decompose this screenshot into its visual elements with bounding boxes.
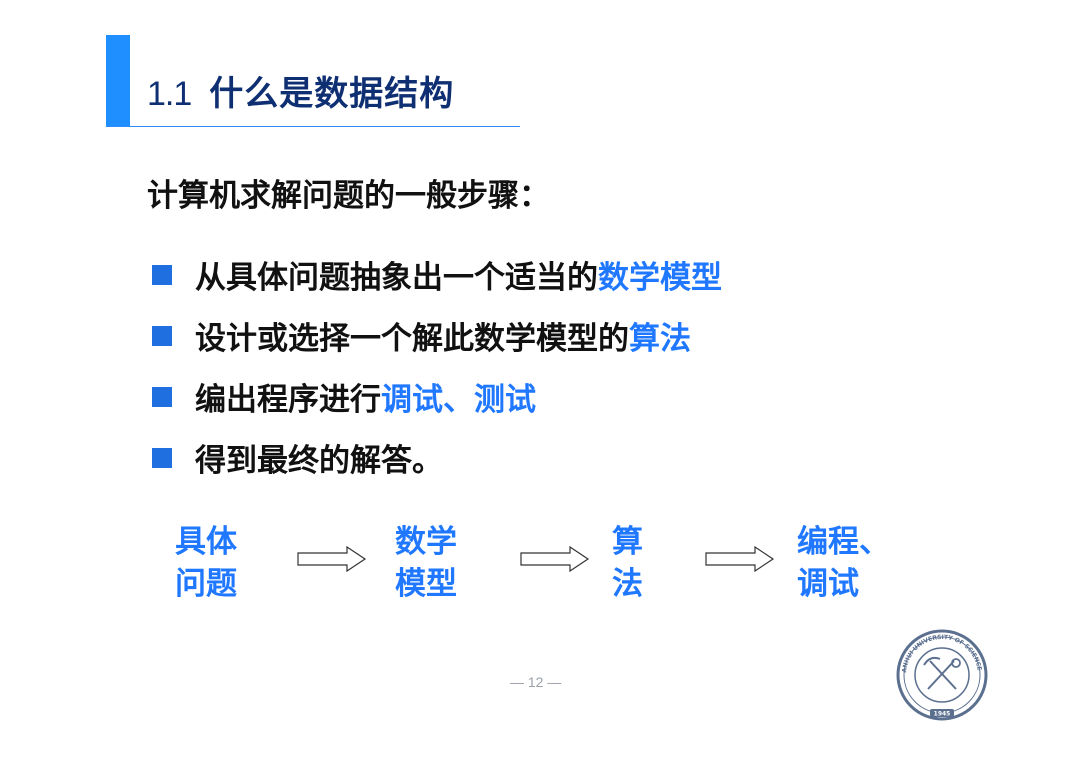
right-arrow-icon (705, 546, 775, 572)
section-number: 1.1 (147, 75, 192, 113)
flow-node-algorithm: 算 法 (612, 521, 643, 605)
flow-node-line: 数学 (395, 524, 457, 560)
bullet-text: 从具体问题抽象出一个适当的 (195, 260, 598, 296)
bullet-highlight: 数学模型 (598, 260, 722, 296)
university-seal-logo: ANHUI UNIVERSITY OF SCIENCE & TECHNOLOGY… (888, 629, 988, 721)
intro-text: 计算机求解问题的一般步骤： (147, 178, 550, 214)
flow-node-line: 算 (612, 524, 643, 560)
section-title: 什么是数据结构 (209, 74, 455, 114)
flow-node-line: 具体 (175, 524, 237, 560)
bullet-square-icon (152, 447, 172, 468)
list-item: 得到最终的解答。 (152, 427, 722, 488)
bullet-highlight: 调试、测试 (381, 382, 536, 418)
bullet-text: 设计或选择一个解此数学模型的 (195, 321, 629, 357)
right-arrow-icon (520, 546, 590, 572)
flow-node-program-debug: 编程、 调试 (797, 521, 890, 605)
bullet-square-icon (152, 386, 172, 407)
title-accent-bar (106, 35, 130, 127)
svg-text:1945: 1945 (934, 711, 951, 718)
steps-list: 从具体问题抽象出一个适当的数学模型 设计或选择一个解此数学模型的算法 编出程序进… (152, 244, 722, 488)
flow-node-line: 问题 (175, 566, 237, 602)
list-item: 编出程序进行调试、测试 (152, 366, 722, 427)
title-underline (106, 126, 520, 127)
bullet-square-icon (152, 325, 172, 346)
flow-node-line: 法 (612, 566, 643, 602)
bullet-square-icon (152, 264, 172, 285)
bullet-text: 编出程序进行 (195, 382, 381, 418)
bullet-text: 得到最终的解答。 (195, 443, 443, 479)
flow-node-line: 编程、 (797, 524, 890, 560)
flow-node-line: 调试 (797, 566, 859, 602)
list-item: 从具体问题抽象出一个适当的数学模型 (152, 244, 722, 305)
page-title: 1.1 什么是数据结构 (147, 66, 454, 126)
flow-node-line: 模型 (395, 566, 457, 602)
list-item: 设计或选择一个解此数学模型的算法 (152, 305, 722, 366)
right-arrow-icon (297, 546, 367, 572)
flow-node-concrete-problem: 具体 问题 (175, 521, 237, 605)
page-number: — 12 — (510, 674, 562, 690)
bullet-highlight: 算法 (629, 321, 691, 357)
flow-node-math-model: 数学 模型 (395, 521, 457, 605)
